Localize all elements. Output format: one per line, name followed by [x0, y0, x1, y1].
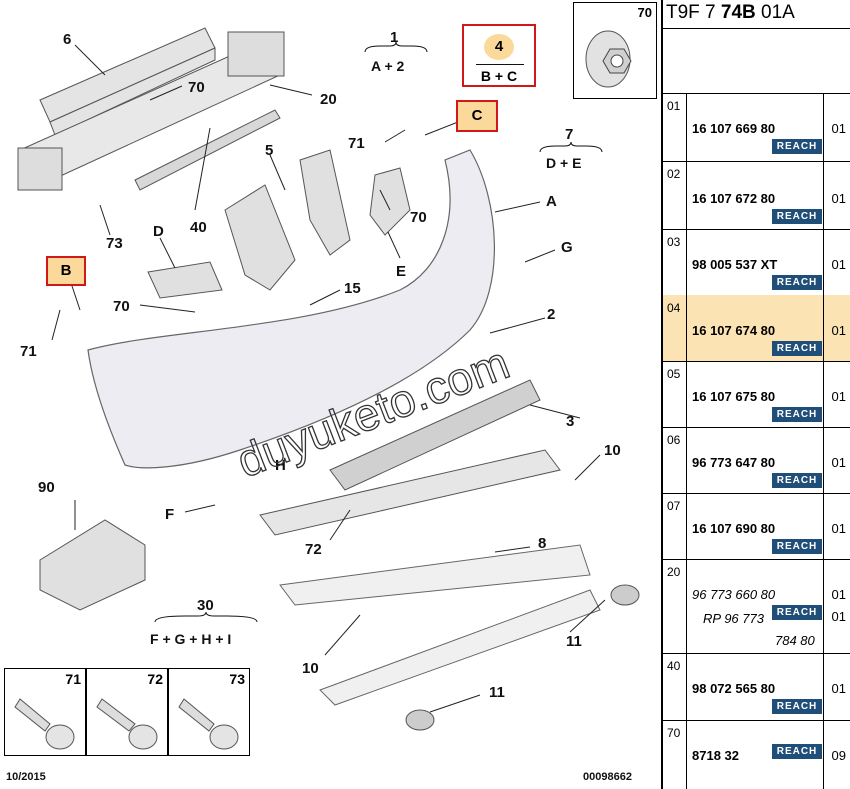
fastener-73-number: 73 — [229, 671, 245, 687]
group-30: 30 F + G + H + I — [150, 597, 258, 647]
exhaust-tip — [610, 584, 640, 606]
table-row[interactable]: 02 16 107 672 80 01 REACH — [663, 161, 850, 230]
exhaust-tip — [405, 709, 435, 731]
footer-date: 10/2015 — [6, 771, 46, 783]
label-8: 8 — [538, 535, 546, 552]
diffuser — [329, 379, 541, 491]
group-1: 1 A + 2 — [364, 29, 428, 74]
label-a: A — [546, 193, 557, 210]
nut-thumbnail: 70 — [573, 2, 657, 99]
svg-text:7: 7 — [565, 126, 573, 143]
table-row[interactable]: 05 16 107 675 80 01 REACH — [663, 361, 850, 428]
side-brackets — [224, 149, 351, 291]
callout-4[interactable]: 4 B + C — [462, 24, 536, 87]
callout-c-label: C — [471, 107, 483, 124]
table-row[interactable]: 03 98 005 537 XT 01 REACH — [663, 229, 850, 296]
label-40: 40 — [190, 219, 207, 236]
svg-text:1: 1 — [390, 29, 398, 46]
label-72: 72 — [305, 541, 322, 558]
fastener-73: 73 — [168, 668, 250, 756]
label-5: 5 — [265, 142, 273, 159]
label-e: E — [396, 263, 406, 280]
callout-b-label: B — [60, 262, 72, 279]
svg-text:30: 30 — [197, 597, 214, 614]
reach-badge: REACH — [772, 341, 822, 356]
label-73: 73 — [106, 235, 123, 252]
reach-badge: REACH — [772, 407, 822, 422]
label-70c: 70 — [410, 209, 427, 226]
footer-code: 00098662 — [583, 771, 632, 783]
callout-c[interactable]: C — [456, 100, 498, 132]
label-11b: 11 — [489, 684, 505, 701]
label-2: 2 — [547, 306, 555, 323]
label-h: H — [275, 457, 286, 474]
callout-4-formula: B + C — [480, 68, 518, 84]
lower-panel — [259, 449, 561, 536]
callout-4-number: 4 — [494, 38, 504, 55]
reach-badge: REACH — [772, 275, 822, 290]
label-10: 10 — [604, 442, 621, 459]
label-70: 70 — [188, 79, 205, 96]
parts-diagram: 6 70 20 40 73 5 D 70 71 70 E 15 A G 2 3 … — [6, 27, 640, 783]
label-11: 11 — [566, 633, 582, 650]
bracket-e — [369, 167, 411, 236]
fastener-71: 71 — [4, 668, 86, 756]
label-71: 71 — [348, 135, 365, 152]
callout-b[interactable]: B — [46, 256, 86, 286]
label-g: G — [561, 239, 573, 256]
table-row[interactable]: 40 98 072 565 80 01 REACH — [663, 653, 850, 721]
table-header-blank — [663, 28, 850, 94]
group-7: 7 D + E — [539, 126, 603, 171]
svg-text:A + 2: A + 2 — [371, 58, 405, 74]
label-90: 90 — [38, 479, 55, 496]
label-71b: 71 — [20, 343, 37, 360]
label-3: 3 — [566, 413, 574, 430]
leader-lines — [51, 44, 606, 713]
reach-badge: REACH — [772, 605, 822, 620]
label-f: F — [165, 506, 174, 523]
table-row[interactable]: 70 8718 32 09 REACH — [663, 720, 850, 789]
table-row[interactable]: 20 96 773 660 80 01 RP 96 773 REACH 01 7… — [663, 559, 850, 654]
table-row[interactable]: 07 16 107 690 80 01 REACH — [663, 493, 850, 560]
table-row-selected[interactable]: 04 16 107 674 80 01 REACH — [663, 295, 850, 362]
underbody-tray — [279, 544, 591, 606]
label-6: 6 — [63, 31, 71, 48]
label-20: 20 — [320, 91, 337, 108]
bracket-d — [147, 261, 223, 299]
label-70b: 70 — [113, 298, 130, 315]
fastener-71-number: 71 — [65, 671, 81, 687]
svg-text:D + E: D + E — [546, 155, 581, 171]
reach-badge: REACH — [772, 473, 822, 488]
table-row[interactable]: 06 96 773 647 80 01 REACH — [663, 427, 850, 494]
reinforcement-bar — [39, 27, 216, 136]
table-row[interactable]: 01 16 107 669 80 01 REACH — [663, 93, 850, 162]
table-header: T9F 7 74B 01A — [663, 0, 850, 29]
label-10b: 10 — [302, 660, 319, 677]
reach-badge: REACH — [772, 744, 822, 759]
label-d: D — [153, 223, 164, 240]
clip-box — [39, 519, 146, 611]
bumper-cover — [87, 149, 495, 469]
svg-text:F + G + H + I: F + G + H + I — [150, 631, 231, 647]
reach-badge: REACH — [772, 209, 822, 224]
label-15: 15 — [344, 280, 361, 297]
fastener-72-number: 72 — [147, 671, 163, 687]
fastener-72: 72 — [86, 668, 168, 756]
reach-badge: REACH — [772, 139, 822, 154]
absorber-strip — [134, 109, 281, 191]
lower-tray — [319, 589, 601, 706]
parts-table: T9F 7 74B 01A 01 16 107 669 80 01 REACH … — [661, 0, 850, 789]
nut-thumbnail-number: 70 — [637, 5, 652, 20]
reach-badge: REACH — [772, 539, 822, 554]
crossmember — [17, 31, 285, 191]
reach-badge: REACH — [772, 699, 822, 714]
